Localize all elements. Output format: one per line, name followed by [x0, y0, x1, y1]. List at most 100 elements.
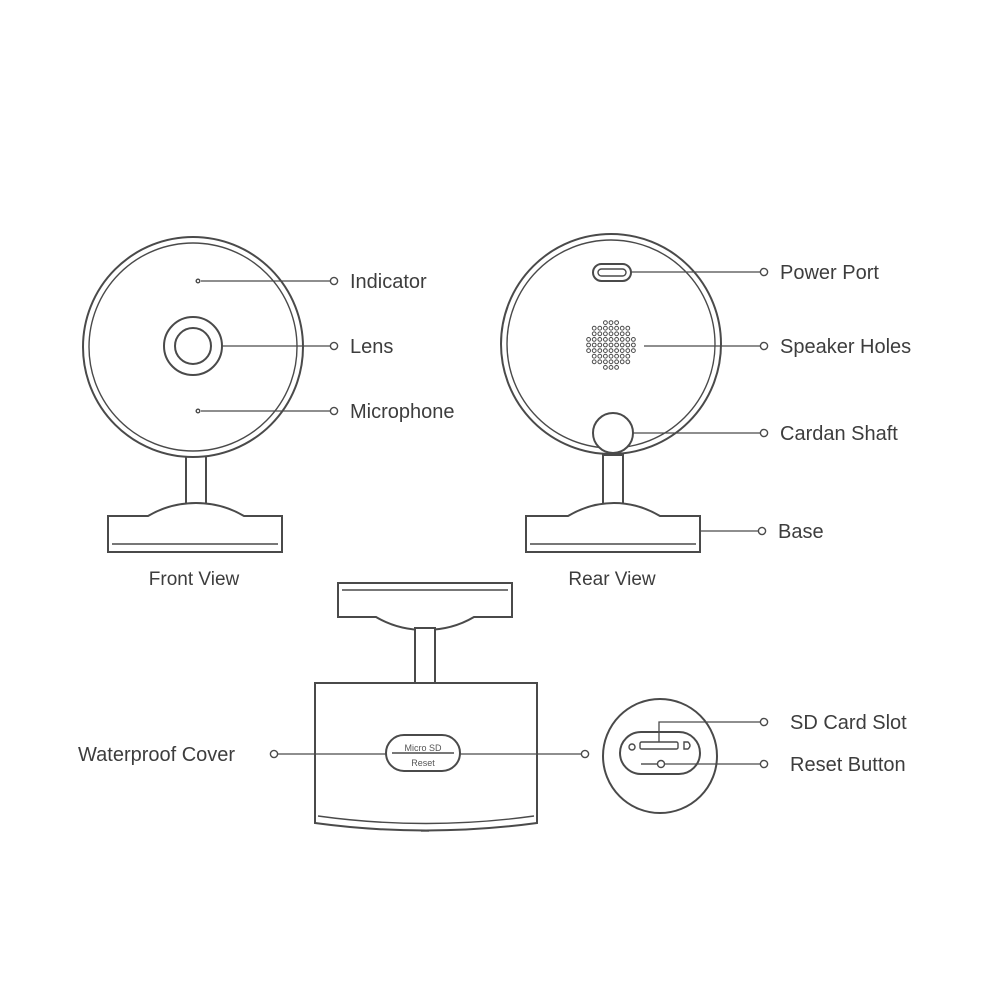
rear-body	[500, 233, 722, 455]
speaker-hole	[614, 320, 619, 326]
sd-card-slot-label: SD Card Slot	[790, 712, 907, 734]
speaker-hole	[586, 342, 591, 348]
speaker-hole	[603, 353, 608, 359]
speaker-hole	[603, 365, 608, 370]
microphone-label: Microphone	[350, 401, 455, 423]
speaker-hole	[619, 325, 625, 331]
speaker-hole	[619, 342, 625, 348]
speaker-hole	[597, 331, 603, 337]
speaker-hole	[591, 348, 597, 354]
speaker-hole	[625, 331, 631, 337]
speaker-hole	[591, 359, 597, 365]
speaker-hole	[597, 353, 603, 359]
speaker-hole	[597, 342, 603, 348]
speaker-hole	[608, 348, 614, 354]
speaker-hole	[614, 325, 619, 331]
microphone-dot	[195, 408, 201, 414]
speaker-hole	[608, 365, 614, 370]
speaker-hole	[608, 353, 614, 359]
front-body-rim	[88, 242, 298, 452]
detail-circle	[602, 698, 718, 814]
waterproof-cover-label: Waterproof Cover	[78, 744, 235, 766]
reset-button-label: Reset Button	[790, 754, 906, 776]
speaker-hole	[631, 348, 636, 354]
speaker-hole	[608, 342, 614, 348]
speaker-hole	[597, 359, 603, 365]
speaker-hole	[597, 325, 603, 331]
speaker-hole	[614, 331, 619, 337]
speaker-hole	[591, 325, 597, 331]
base-leader-end	[757, 526, 767, 536]
speaker-hole	[614, 342, 619, 348]
bottom-body-rim	[317, 815, 535, 825]
speaker-hole	[614, 348, 619, 354]
rear-view-caption: Rear View	[568, 569, 656, 590]
speaker-hole	[597, 348, 603, 354]
cardan-shaft-leader-end	[759, 428, 769, 438]
microphone-leader-end	[329, 406, 339, 416]
power-port-label: Power Port	[780, 262, 879, 284]
speaker-hole	[614, 365, 619, 370]
speaker-hole	[603, 337, 608, 342]
bottom-body	[314, 682, 538, 832]
speaker-hole	[591, 337, 597, 342]
waterproof-cover-leader-left-end	[269, 749, 279, 759]
speaker-hole	[614, 359, 619, 365]
waterproof-cover-leader-right-end	[580, 749, 590, 759]
indicator-leader-end	[329, 276, 339, 286]
speaker-hole	[586, 337, 591, 342]
base-label: Base	[778, 521, 824, 543]
speaker-hole	[608, 320, 614, 326]
rear-base	[525, 501, 701, 553]
rear-stand-neck	[602, 454, 624, 506]
indicator-dot	[195, 278, 201, 284]
lens-label: Lens	[350, 336, 393, 358]
bottom-view: Micro SD Reset Waterproof Cover SD Card …	[78, 582, 907, 832]
speaker-hole	[603, 325, 608, 331]
speaker-hole	[619, 353, 625, 359]
speaker-hole	[591, 342, 597, 348]
speaker-hole	[625, 359, 631, 365]
power-port-inner	[597, 268, 627, 277]
speaker-hole	[597, 337, 603, 342]
front-stand-neck	[185, 454, 207, 506]
speaker-hole	[619, 359, 625, 365]
speaker-hole	[608, 359, 614, 365]
speaker-hole	[608, 331, 614, 337]
detail-cover-opening	[619, 731, 701, 775]
speaker-hole	[625, 348, 631, 354]
cardan-shaft-label: Cardan Shaft	[780, 423, 898, 445]
speaker-hole	[614, 353, 619, 359]
reset-button-hole	[656, 759, 666, 769]
speaker-hole	[608, 337, 614, 342]
cover-text-micro-sd: Micro SD	[404, 743, 442, 753]
speaker-hole	[586, 348, 591, 354]
cover-text-reset: Reset	[411, 758, 435, 768]
speaker-hole	[603, 348, 608, 354]
speaker-holes-label: Speaker Holes	[780, 336, 911, 358]
speaker-hole	[614, 337, 619, 342]
indicator-label: Indicator	[350, 271, 427, 293]
speaker-hole	[625, 342, 631, 348]
rear-view: Power Port Speaker Holes Cardan Shaft Ba…	[500, 233, 911, 590]
speaker-hole	[625, 325, 631, 331]
speaker-hole	[619, 331, 625, 337]
reset-button-leader-end	[759, 759, 769, 769]
speaker-holes	[586, 320, 636, 370]
lens-glass	[174, 327, 212, 365]
front-body	[82, 236, 304, 458]
speaker-hole	[625, 337, 631, 342]
speaker-hole	[625, 353, 631, 359]
speaker-hole	[619, 348, 625, 354]
speaker-hole	[631, 342, 636, 348]
speaker-hole	[591, 353, 597, 359]
speaker-hole	[603, 342, 608, 348]
speaker-hole	[608, 325, 614, 331]
front-view-caption: Front View	[149, 569, 240, 590]
waterproof-cover	[385, 734, 461, 772]
speaker-hole	[603, 320, 608, 326]
speaker-hole	[603, 359, 608, 365]
sd-card-slot-leader-end	[759, 717, 769, 727]
speaker-hole	[591, 331, 597, 337]
front-base	[107, 501, 283, 553]
